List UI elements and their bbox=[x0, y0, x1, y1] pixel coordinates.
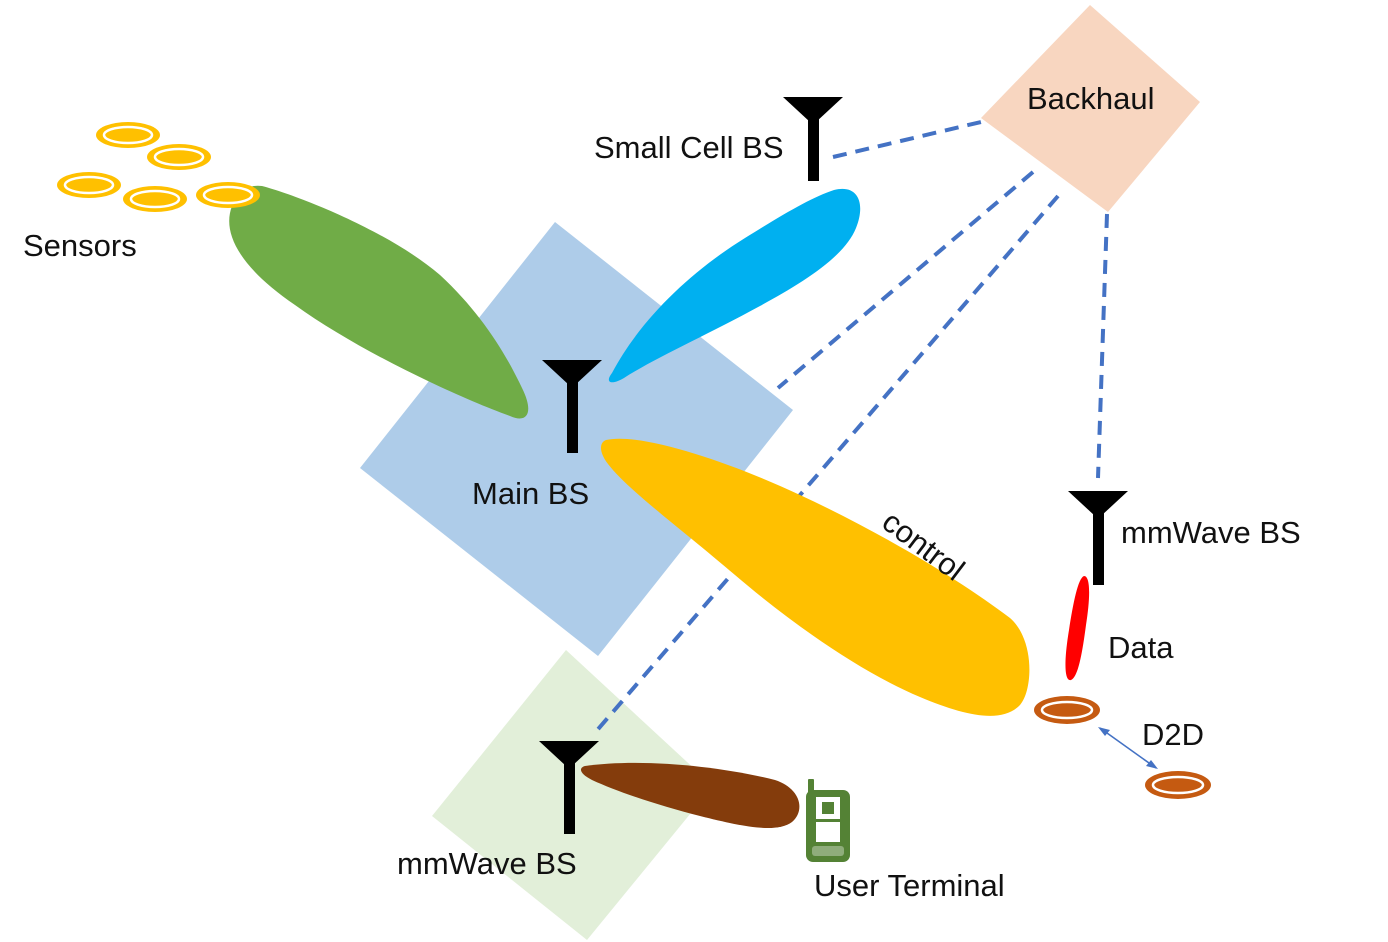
sensor-icon bbox=[57, 172, 121, 198]
backhaul-link-small-cell bbox=[832, 120, 982, 159]
backhaul-label: Backhaul bbox=[1027, 81, 1155, 116]
backhaul-link-mmwave-right bbox=[1096, 213, 1109, 479]
sensor-beam bbox=[229, 185, 529, 419]
d2d-link-arrow bbox=[1098, 727, 1158, 769]
sensor-icon bbox=[196, 182, 260, 208]
small-cell-bs-label: Small Cell BS bbox=[594, 130, 784, 165]
data-beam bbox=[1065, 576, 1090, 681]
backhaul-links bbox=[591, 120, 1109, 737]
control-beam bbox=[601, 438, 1030, 716]
sensor-icon bbox=[123, 186, 187, 212]
sensor-icon bbox=[96, 122, 160, 148]
d2d-device-icon bbox=[1145, 771, 1211, 799]
sensor-group bbox=[57, 122, 260, 212]
user-terminal-label: User Terminal bbox=[814, 868, 1005, 903]
mmwave-bs-right-label: mmWave BS bbox=[1121, 515, 1301, 550]
d2d-label: D2D bbox=[1142, 717, 1204, 752]
mmwave-bs-right-antenna-icon bbox=[1068, 491, 1128, 585]
mmwave-bs-bottom-antenna-icon bbox=[539, 741, 599, 834]
d2d-device-icon bbox=[1034, 696, 1100, 724]
sensor-icon bbox=[147, 144, 211, 170]
mmwave-bs-bottom-label: mmWave BS bbox=[397, 846, 577, 881]
small-cell-beam bbox=[608, 188, 861, 383]
backhaul-link-main-bs bbox=[776, 170, 1035, 390]
main-bs-label: Main BS bbox=[472, 476, 589, 511]
backhaul-link-mmwave-bottom bbox=[591, 194, 1060, 737]
small-cell-bs-antenna-icon bbox=[783, 97, 843, 181]
phone-icon bbox=[806, 779, 850, 862]
main-bs-antenna-icon bbox=[542, 360, 602, 453]
user-terminal-beam bbox=[580, 762, 800, 829]
sensors-label: Sensors bbox=[23, 228, 137, 263]
data-label: Data bbox=[1108, 630, 1174, 665]
backhaul-node bbox=[981, 5, 1200, 212]
